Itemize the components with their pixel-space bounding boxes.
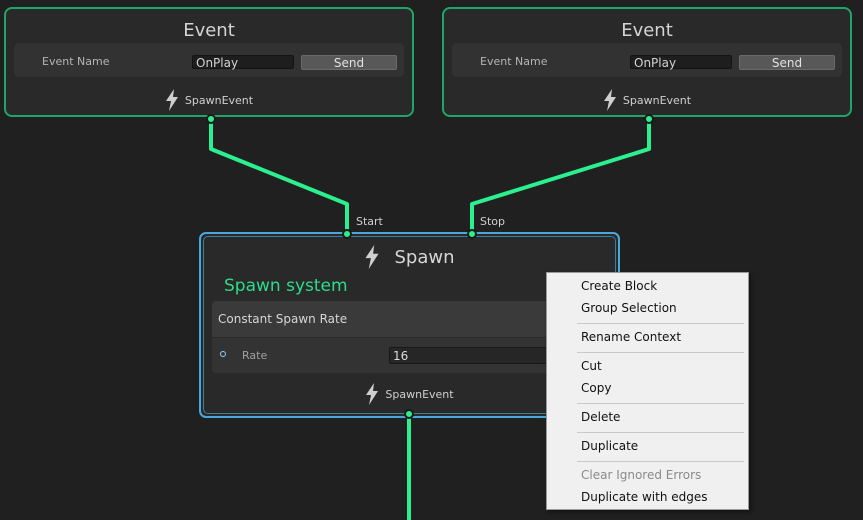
spawn-title: Spawn — [394, 246, 455, 268]
event-name-label: Event Name — [480, 55, 548, 68]
lightning-icon — [165, 89, 178, 111]
menu-item-duplicate-with-edges[interactable]: Duplicate with edges — [581, 490, 708, 504]
lightning-icon — [603, 89, 616, 111]
menu-separator — [577, 352, 744, 353]
rate-label: Rate — [242, 349, 268, 362]
menu-item-copy[interactable]: Copy — [581, 381, 612, 395]
menu-separator — [577, 323, 744, 324]
event-output-label: SpawnEvent — [622, 93, 692, 107]
start-input-port[interactable] — [342, 229, 352, 239]
lightning-icon — [366, 383, 379, 405]
menu-item-rename-context[interactable]: Rename Context — [581, 330, 682, 344]
event-node-2[interactable]: Event Event Name OnPlay Send SpawnEvent — [442, 7, 852, 117]
stop-slot-label: Stop — [480, 215, 506, 228]
event-name-row: Event Name OnPlay Send — [14, 43, 404, 77]
spawn-output-slot: SpawnEvent — [201, 382, 618, 406]
send-button[interactable]: Send — [301, 55, 397, 70]
menu-item-group-selection[interactable]: Group Selection — [581, 301, 677, 315]
event-name-label: Event Name — [42, 55, 110, 68]
start-slot-label: Start — [356, 215, 383, 228]
spawn-output-port[interactable] — [404, 409, 414, 419]
event-output-slot: SpawnEvent — [6, 88, 412, 112]
menu-separator — [577, 432, 744, 433]
edge-event1-to-start — [209, 120, 349, 232]
menu-item-delete[interactable]: Delete — [581, 410, 621, 424]
rate-input-port[interactable] — [220, 351, 226, 357]
stop-input-port[interactable] — [467, 229, 477, 239]
send-button[interactable]: Send — [739, 55, 835, 70]
context-menu: Create Block Group Selection Rename Cont… — [546, 272, 749, 510]
event-name-field[interactable]: OnPlay — [192, 55, 294, 70]
event-node-1[interactable]: Event Event Name OnPlay Send SpawnEvent — [4, 7, 414, 117]
constant-spawn-rate-block[interactable]: Constant Spawn Rate Rate 16 — [212, 301, 612, 373]
edge-event2-to-stop — [470, 120, 651, 232]
event-output-slot: SpawnEvent — [444, 88, 850, 112]
event-node-title: Event — [621, 20, 673, 41]
menu-separator — [577, 461, 744, 462]
event-node-title: Event — [183, 20, 235, 41]
menu-item-duplicate[interactable]: Duplicate — [581, 439, 639, 453]
system-name[interactable]: Spawn system — [224, 276, 348, 296]
event-output-label: SpawnEvent — [184, 93, 254, 107]
event-name-field[interactable]: OnPlay — [630, 55, 732, 70]
spawn-output-label: SpawnEvent — [385, 387, 454, 401]
menu-separator — [577, 403, 744, 404]
block-title: Constant Spawn Rate — [212, 301, 612, 338]
event-name-row: Event Name OnPlay Send — [452, 43, 842, 77]
event1-output-port[interactable] — [206, 114, 216, 124]
menu-item-clear-ignored-errors: Clear Ignored Errors — [581, 468, 702, 482]
menu-item-create-block[interactable]: Create Block — [581, 279, 658, 293]
event2-output-port[interactable] — [644, 114, 654, 124]
spawn-header: Spawn — [201, 244, 618, 270]
menu-item-cut[interactable]: Cut — [581, 359, 602, 373]
lightning-icon — [365, 245, 380, 269]
